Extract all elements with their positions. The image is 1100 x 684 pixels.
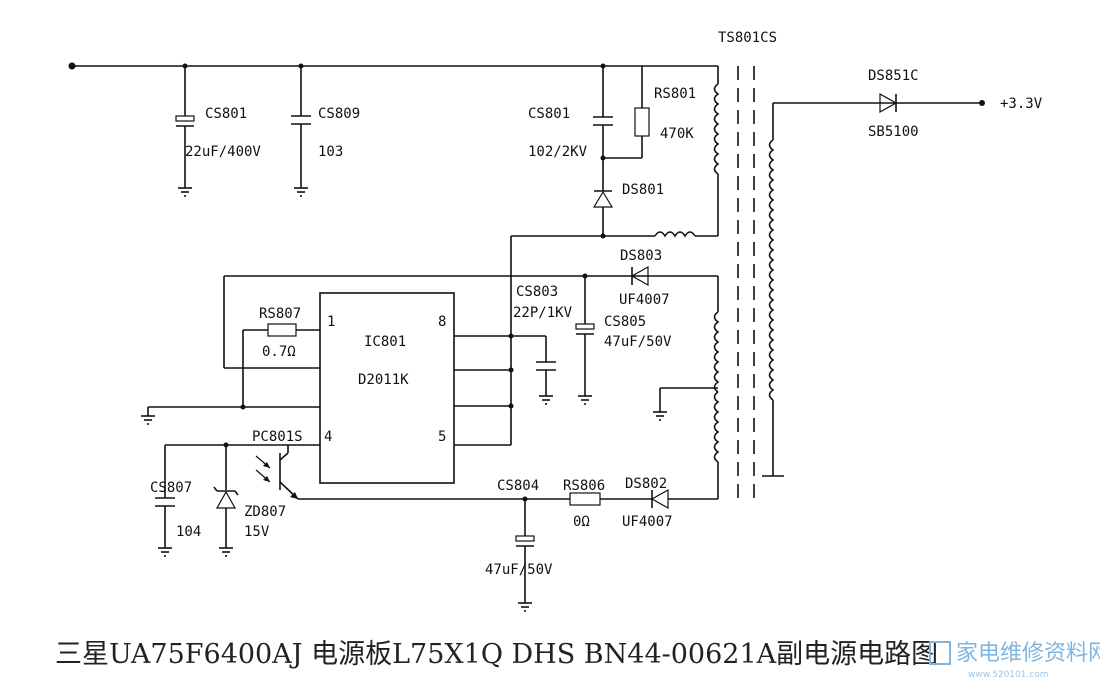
- rs807-value: 0.7Ω: [262, 344, 296, 360]
- transformer-primary-winding: [642, 65, 720, 236]
- cs805-value: 47uF/50V: [604, 334, 672, 350]
- rs806-label: RS806: [563, 478, 605, 494]
- sb5100-label: SB5100: [868, 124, 919, 140]
- cs805-label: CS805: [604, 314, 646, 330]
- ground-icon: [294, 187, 308, 197]
- zd807-value: 15V: [244, 524, 270, 540]
- cs803-value: 22P/1KV: [513, 305, 573, 321]
- auxiliary-winding: [659, 276, 720, 499]
- cs807-value: 104: [176, 524, 201, 540]
- output-voltage-label: +3.3V: [1000, 96, 1043, 112]
- snubber-network: [592, 66, 650, 239]
- rs807-resistor: [141, 323, 320, 425]
- cs803-label: CS803: [516, 284, 558, 300]
- cs809-value: 103: [318, 144, 343, 160]
- ic-pin-1: 1: [327, 314, 335, 330]
- ds851c-diode: [879, 92, 985, 114]
- cs809-capacitor: [291, 66, 311, 188]
- zd807-label: ZD807: [244, 504, 286, 520]
- ic801-label: IC801: [364, 334, 406, 350]
- ic-pin-5: 5: [438, 429, 446, 445]
- transformer-secondary-winding: [762, 102, 955, 477]
- ds803-value: UF4007: [619, 292, 670, 308]
- cs801-snubber-label: CS801: [528, 106, 570, 122]
- cs801-snubber-value: 102/2KV: [528, 144, 588, 160]
- top-rail-wires: [68, 62, 642, 70]
- watermark-url: www.520101.com: [968, 670, 1049, 680]
- diagram-caption: 三星UA75F6400AJ 电源板L75X1Q DHS BN44-00621A副…: [55, 639, 938, 670]
- ic801-chip: [319, 292, 514, 484]
- ground-icon: [539, 395, 553, 405]
- bottom-rectifier-network: [515, 488, 669, 612]
- ic-pin-8: 8: [438, 314, 446, 330]
- cs807-label: CS807: [150, 480, 192, 496]
- ds801-label: DS801: [622, 182, 664, 198]
- house-icon: [929, 641, 951, 665]
- ground-icon: [178, 187, 192, 197]
- ds803-label: DS803: [620, 248, 662, 264]
- watermark-text: 家电维修资料网: [956, 641, 1100, 666]
- cs801-label: CS801: [205, 106, 247, 122]
- ground-icon: [653, 411, 667, 421]
- ic-pin-4: 4: [324, 429, 332, 445]
- ic801-part: D2011K: [358, 372, 409, 388]
- watermark-logo: 家电维修资料网 www.520101.com: [929, 641, 1100, 680]
- cs801-value: 22uF/400V: [185, 144, 261, 160]
- cs805-electrolytic-capacitor: [575, 276, 595, 396]
- cs804-label: CS804: [497, 478, 539, 494]
- cs801-electrolytic-capacitor: [175, 66, 195, 188]
- ds851c-label: DS851C: [868, 68, 919, 84]
- ds802-label: DS802: [625, 476, 667, 492]
- ds802-value: UF4007: [622, 514, 673, 530]
- pc801s-label: PC801S: [252, 429, 303, 445]
- rs806-value: 0Ω: [573, 514, 590, 530]
- ground-icon: [578, 395, 592, 405]
- drain-node-wires: [510, 231, 718, 445]
- vcc-rail: [223, 265, 718, 369]
- cs809-label: CS809: [318, 106, 360, 122]
- transformer-core: [737, 66, 755, 505]
- feedback-network: [155, 442, 718, 557]
- ts801cs-label: TS801CS: [718, 30, 777, 46]
- rs807-label: RS807: [259, 306, 301, 322]
- rs801-label: RS801: [654, 86, 696, 102]
- cs803-capacitor: [511, 335, 556, 396]
- rs801-value: 470K: [660, 126, 694, 142]
- cs804-value: 47uF/50V: [485, 562, 553, 578]
